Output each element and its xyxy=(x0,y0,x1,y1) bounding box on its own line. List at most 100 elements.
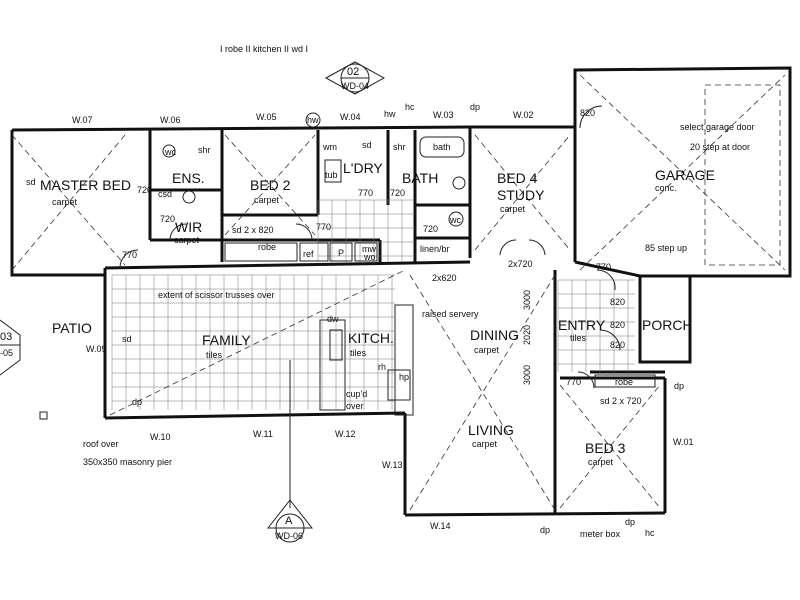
label-pier: 350x350 masonry pier xyxy=(83,457,172,467)
label-p: P xyxy=(338,248,344,258)
label-wm: wm xyxy=(322,142,337,152)
label-2020: 2020 xyxy=(522,325,532,345)
floor-living: carpet xyxy=(472,439,498,449)
label-dp-meter: dp xyxy=(625,517,635,527)
label-770-ldry: 770 xyxy=(358,188,373,198)
room-dining: DINING xyxy=(470,327,519,343)
label-shr-bath: shr xyxy=(393,142,406,152)
label-tub: tub xyxy=(325,170,338,180)
label-wo: wo xyxy=(363,252,376,262)
label-820-entry-b: 820 xyxy=(610,320,625,330)
window-w05: W.05 xyxy=(256,112,277,122)
floor-bed2: carpet xyxy=(254,195,280,205)
label-wc-bath: wc xyxy=(449,215,461,225)
label-step-door: 20 step at door xyxy=(690,142,750,152)
label-roof-over: roof over xyxy=(83,439,119,449)
room-ldry: L'DRY xyxy=(343,160,383,176)
label-hp: hp xyxy=(399,372,409,382)
fixture-bath: bath xyxy=(433,142,451,152)
label-hc-bottom: hc xyxy=(645,528,655,538)
label-step-up: 85 step up xyxy=(645,243,687,253)
label-over: over xyxy=(346,401,364,411)
label-sd2x720: sd 2 x 720 xyxy=(600,396,642,406)
label-linen: linen/br xyxy=(420,244,450,254)
window-w04: W.04 xyxy=(340,112,361,122)
window-w03: W.03 xyxy=(433,110,454,120)
room-master-bed: MASTER BED xyxy=(40,177,131,193)
truss-lines xyxy=(11,74,786,511)
svg-text:-05: -05 xyxy=(0,348,13,358)
room-bed4: BED 4 xyxy=(497,170,538,186)
label-select-garage: select garage door xyxy=(680,122,755,132)
room-patio: PATIO xyxy=(52,320,92,336)
label-cupd: cup'd xyxy=(346,389,367,399)
label-720-wc: 720 xyxy=(423,224,438,234)
room-ens: ENS. xyxy=(172,170,205,186)
floor-entry: tiles xyxy=(570,333,587,343)
svg-text:WD-04: WD-04 xyxy=(341,81,369,91)
internal-walls xyxy=(148,130,665,513)
label-3000a: 3000 xyxy=(522,290,532,310)
room-wir: WIR xyxy=(175,219,202,235)
window-w06: W.06 xyxy=(160,115,181,125)
label-770-bed3: 770 xyxy=(566,377,581,387)
label-dp-top: dp xyxy=(470,102,480,112)
outer-walls xyxy=(10,66,792,517)
label-820-garage: 820 xyxy=(580,108,595,118)
label-3000b: 3000 xyxy=(522,365,532,385)
label-csd: csd xyxy=(158,189,172,199)
label-rh: rh xyxy=(378,362,386,372)
svg-text:03: 03 xyxy=(0,331,12,343)
floor-master-bed: carpet xyxy=(52,197,78,207)
room-kitch: KITCH. xyxy=(348,330,394,346)
floor-bed4: carpet xyxy=(500,204,526,214)
label-sd-master: sd xyxy=(26,177,36,187)
label-dw: dw xyxy=(327,314,339,324)
label-sd-family: sd xyxy=(122,334,132,344)
window-w09: W.09 xyxy=(86,344,107,354)
label-hc-top: hc xyxy=(405,102,415,112)
label-820-entry-c: 820 xyxy=(610,340,625,350)
room-family: FAMILY xyxy=(202,332,251,348)
section-marker-bottom: A WD-06 xyxy=(266,360,314,543)
window-w11: W.11 xyxy=(253,429,273,439)
label-sd-ldry: sd xyxy=(362,140,372,150)
floor-family: tiles xyxy=(206,350,223,360)
room-porch: PORCH xyxy=(642,317,693,333)
label-trusses: extent of scissor trusses over xyxy=(158,290,275,300)
section-marker-left: 03 -05 xyxy=(0,319,21,376)
room-living: LIVING xyxy=(468,422,514,438)
section-marker-top: 02 WD-04 xyxy=(324,61,386,95)
top-text: I robe II kitchen II wd I xyxy=(220,44,308,54)
window-w14: W.14 xyxy=(430,521,451,531)
label-robe-bed3: robe xyxy=(615,377,633,387)
label-hw-circle: hw xyxy=(307,115,319,125)
room-entry: ENTRY xyxy=(558,317,606,333)
label-720-bath: 720 xyxy=(390,188,405,198)
svg-text:A: A xyxy=(285,515,293,527)
room-garage: GARAGE xyxy=(655,167,715,183)
window-w02: W.02 xyxy=(513,110,534,120)
floor-dining: carpet xyxy=(474,345,500,355)
fixtures xyxy=(162,136,656,401)
label-820-entry-a: 820 xyxy=(610,297,625,307)
label-dp-family: dp xyxy=(132,397,142,407)
label-ref: ref xyxy=(303,249,314,259)
label-raised-servery: raised servery xyxy=(422,309,479,319)
window-w13: W.13 xyxy=(382,460,403,470)
window-w01: W.01 xyxy=(673,437,694,447)
window-w12: W.12 xyxy=(335,429,356,439)
room-bed3: BED 3 xyxy=(585,440,626,456)
label-770-bed2: 770 xyxy=(316,222,331,232)
svg-text:WD-06: WD-06 xyxy=(275,531,303,541)
door-swings xyxy=(119,105,621,389)
label-mw: mw xyxy=(362,244,376,254)
room-study: STUDY xyxy=(497,187,545,203)
floor-wir: carpet xyxy=(174,235,200,245)
label-2x620: 2x620 xyxy=(432,273,457,283)
label-shr-ens: shr xyxy=(198,145,211,155)
window-w07: W.07 xyxy=(72,115,93,125)
floor-garage: conc. xyxy=(655,183,677,193)
svg-text:02: 02 xyxy=(347,66,359,78)
